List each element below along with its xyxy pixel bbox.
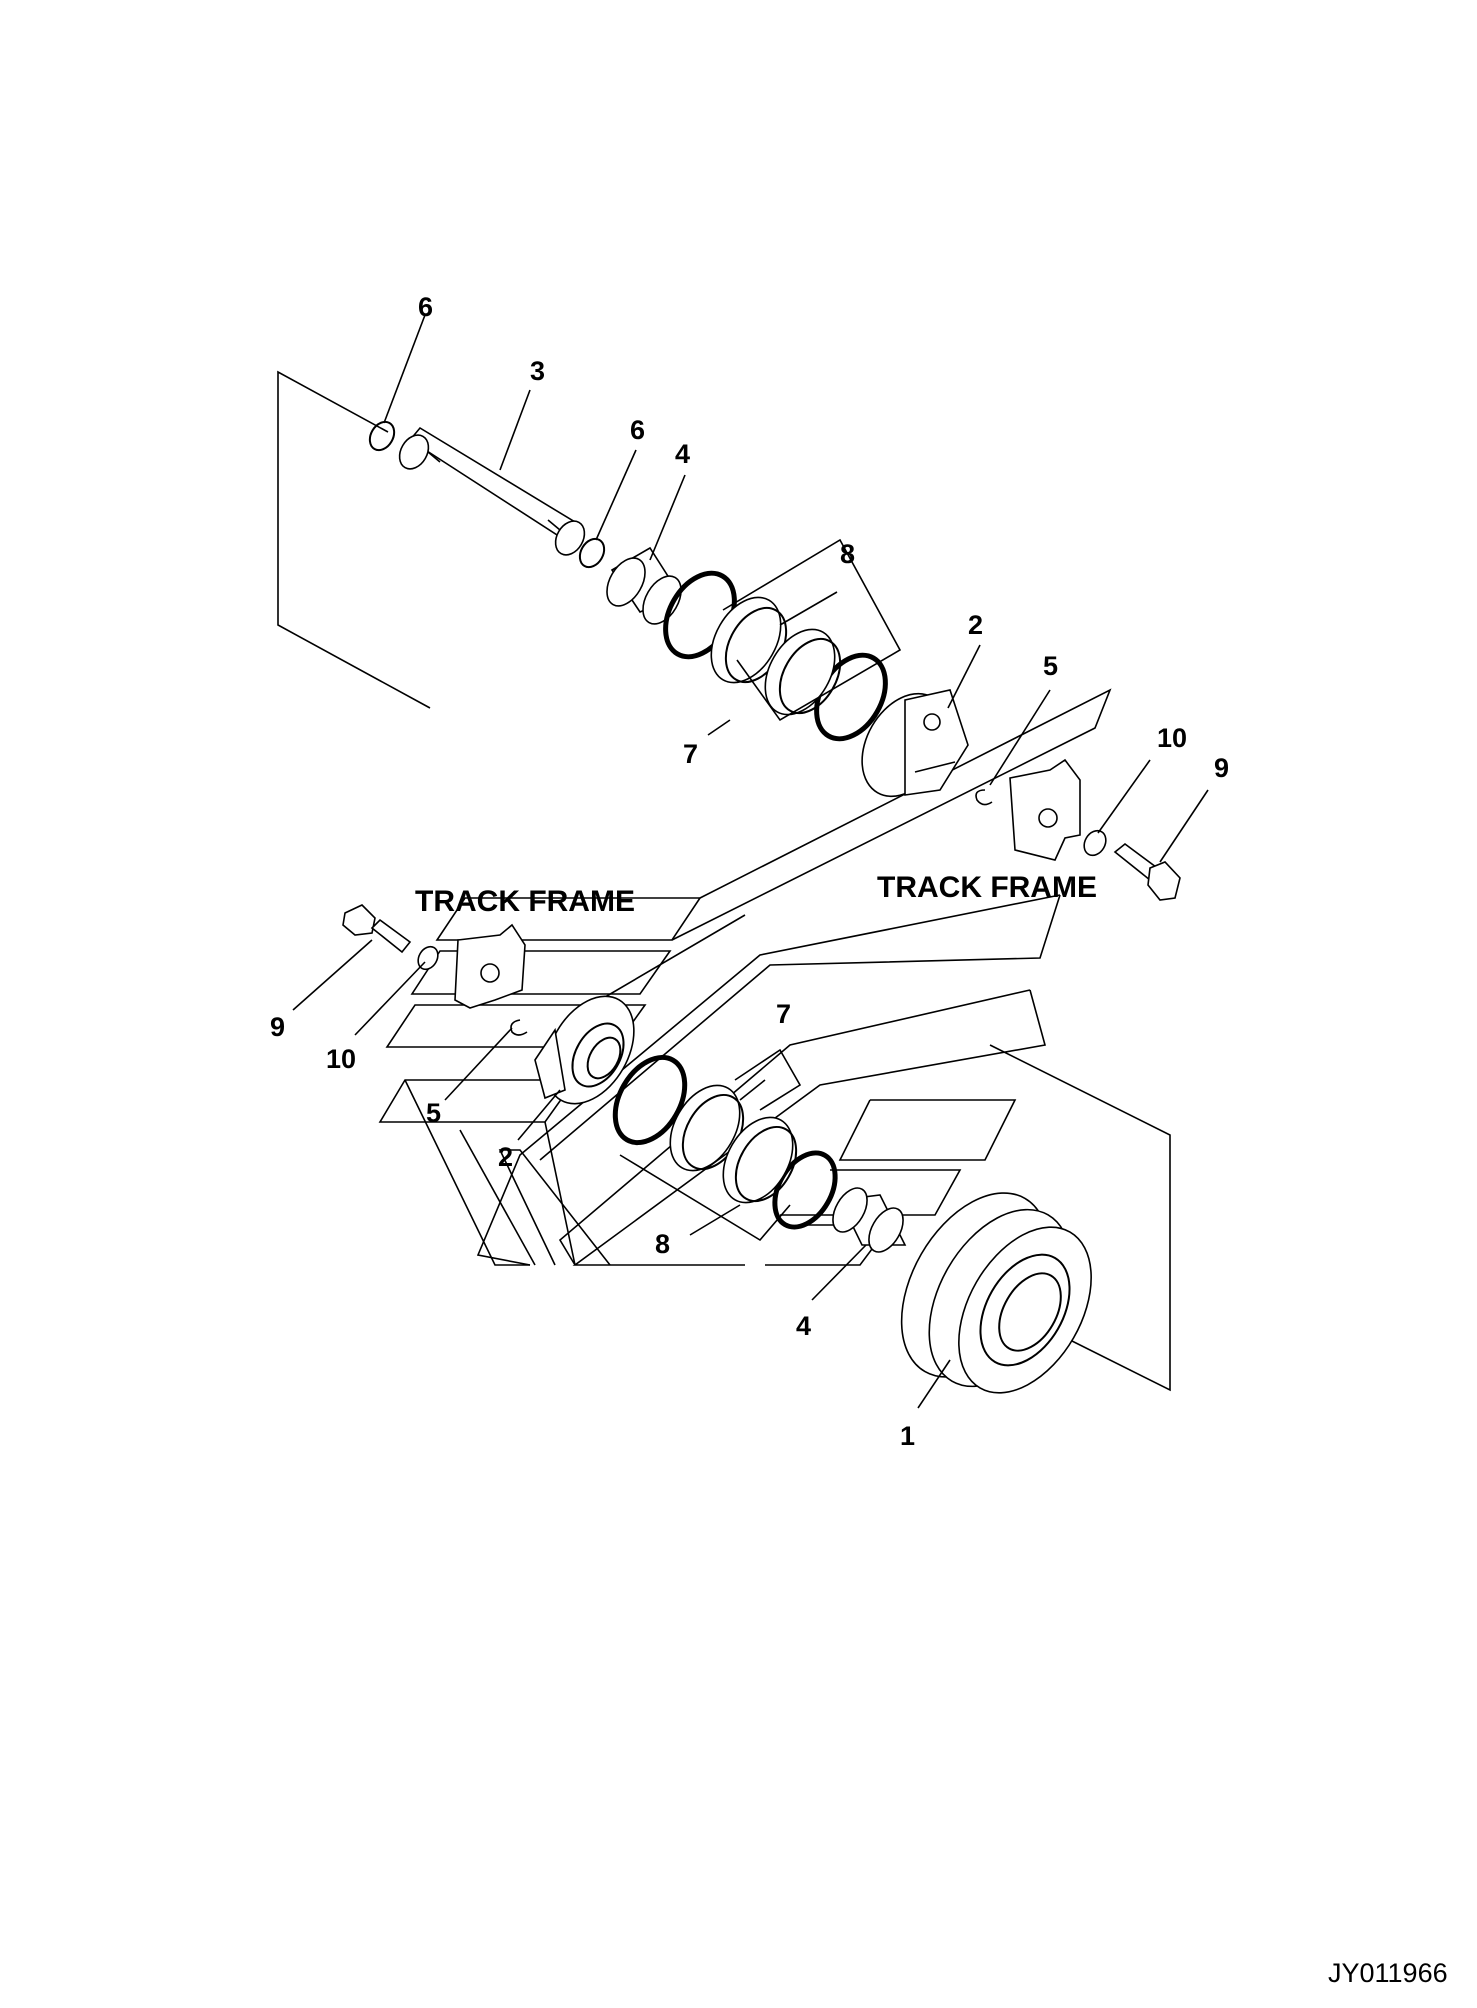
shaft-3 — [398, 426, 586, 556]
callout-6a: 6 — [418, 292, 433, 322]
callout-7-bottom: 7 — [776, 999, 791, 1029]
callout-9-left: 9 — [270, 1012, 285, 1042]
pin-5-left — [510, 1019, 528, 1036]
callout-8-bottom: 8 — [655, 1229, 670, 1259]
roller-1 — [900, 1192, 1092, 1394]
leader-lines — [292, 314, 1209, 1409]
callout-3: 3 — [530, 356, 545, 386]
bolt-9-left — [342, 904, 412, 954]
floating-seal-7-top — [710, 596, 842, 716]
collar-2-top — [861, 689, 969, 798]
callout-2-top: 2 — [968, 610, 983, 640]
callout-10-right: 10 — [1157, 723, 1187, 753]
track-frame-label-right: TRACK FRAME — [877, 871, 1097, 904]
assembly-bracket-right — [989, 1044, 1171, 1392]
callout-4-top: 4 — [675, 439, 690, 469]
snap-ring-6b — [578, 537, 606, 569]
track-frame-label-left: TRACK FRAME — [415, 885, 635, 918]
callout-6b: 6 — [630, 415, 645, 445]
floating-seal-7-bottom — [669, 1084, 798, 1204]
callout-5-top: 5 — [1043, 651, 1058, 681]
bolt-9-right — [1113, 842, 1181, 901]
seal-ring-8-bottom-a — [612, 1054, 688, 1146]
pin-5-top — [975, 789, 993, 806]
callout-2-bottom: 2 — [498, 1142, 513, 1172]
callout-4-bottom: 4 — [796, 1311, 811, 1341]
callout-9-right: 9 — [1214, 753, 1229, 783]
callout-10-left: 10 — [326, 1044, 356, 1074]
cover-plate-left — [454, 923, 526, 1009]
drawing-code: JY011966 — [1328, 1958, 1448, 1988]
bushing-4-top — [606, 546, 682, 625]
callout-8-top: 8 — [840, 539, 855, 569]
collar-2-left — [534, 995, 635, 1105]
bushing-4-bottom — [832, 1187, 907, 1253]
assembly-bracket-top — [277, 370, 431, 709]
cover-plate-right — [1009, 758, 1081, 861]
callout-5-bottom: 5 — [426, 1098, 441, 1128]
callout-7-top: 7 — [683, 739, 698, 769]
callout-1: 1 — [900, 1421, 915, 1451]
washer-10-right — [1083, 829, 1107, 857]
snap-ring-6a — [368, 420, 396, 452]
